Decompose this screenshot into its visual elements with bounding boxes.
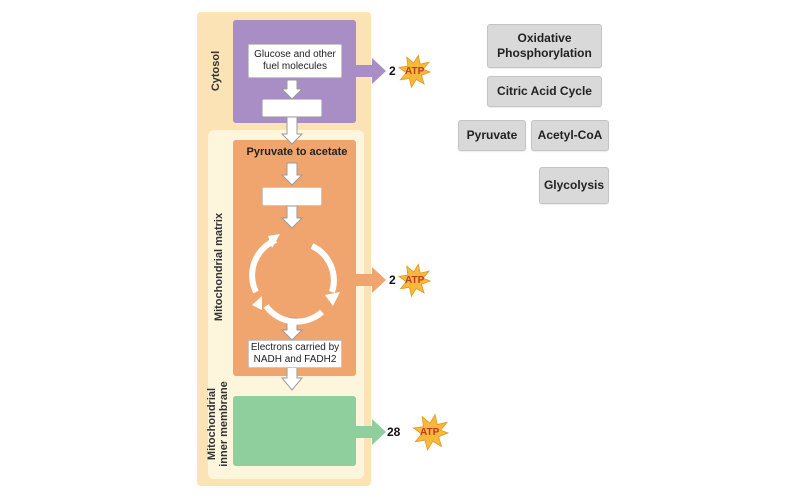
oxidative-atp-yield: 28 [387,425,401,439]
arrow-to-membrane [280,365,304,391]
atp-label-3: ATP [420,427,440,438]
atp-star-3 [412,413,450,452]
glycolysis-chip[interactable]: Glycolysis [539,167,609,204]
citric-atp-yield: 2 [389,273,396,287]
glucose-box: Glucose and other fuel molecules [248,44,342,78]
acetyl-drop-box[interactable] [262,187,322,206]
green-output-arrow [356,419,386,445]
arrow-to-cycle [280,205,304,229]
pyruvate-chip[interactable]: Pyruvate [458,120,526,151]
citric-acid-cycle-chip[interactable]: Citric Acid Cycle [487,76,602,107]
purple-output-arrow [356,58,386,84]
arrow-glucose-down [280,79,304,100]
cycle-arrowheads [252,234,340,310]
atp-star-2 [397,263,432,298]
orange-output-arrow [356,267,386,293]
oxidative-phosphorylation-drop-zone[interactable] [233,396,356,466]
oxidative-phosphorylation-chip[interactable]: Oxidative Phosphorylation [487,24,602,68]
glycolysis-drop-box[interactable] [262,99,322,117]
cycle-ring [249,237,337,325]
atp-star-1 [397,54,432,89]
arrow-into-matrix [280,116,304,145]
pyruvate-to-acetate-label: Pyruvate to acetate [246,146,348,158]
arrow-to-acetyl [280,162,304,186]
atp-label-1: ATP [405,66,425,77]
glycolysis-atp-yield: 2 [389,64,396,78]
atp-label-2: ATP [405,275,425,286]
electrons-box: Electrons carried by NADH and FADH2 [248,340,342,368]
acetyl-coa-chip[interactable]: Acetyl-CoA [531,120,609,151]
